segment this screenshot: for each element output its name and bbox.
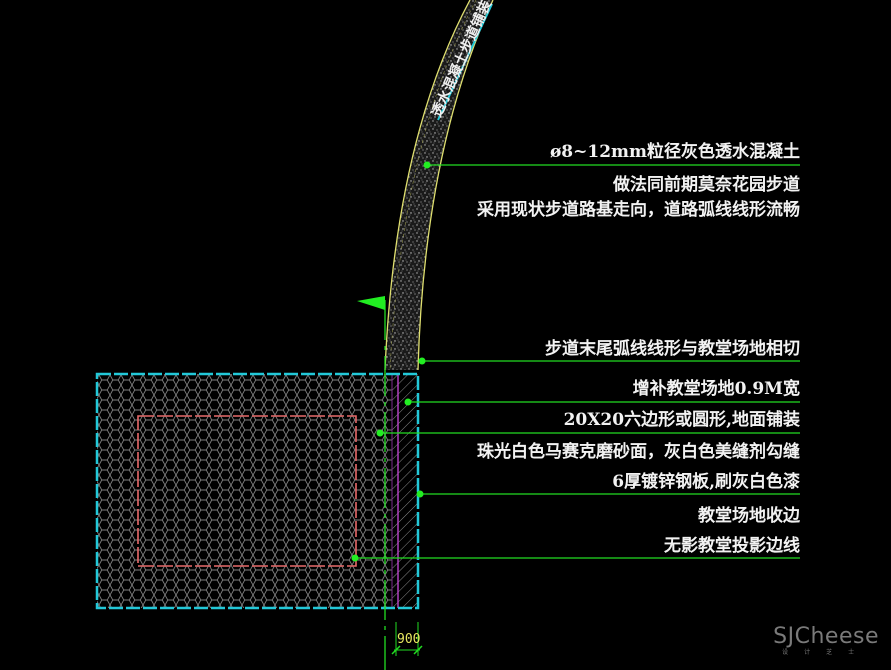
watermark: SJCheese 设计芝士 bbox=[773, 624, 879, 656]
dimension-value: 900 bbox=[397, 632, 421, 647]
annotation-concrete-spec: ø8~12mm粒径灰色透水混凝土 bbox=[549, 142, 800, 162]
annotation-method: 做法同前期莫奈花园步道 bbox=[613, 175, 800, 195]
leader-dots bbox=[351, 161, 431, 562]
annotation-steel-plate: 6厚镀锌钢板,刷灰白色漆 bbox=[612, 472, 800, 492]
annotation-plaza-edge: 教堂场地收边 bbox=[698, 506, 800, 526]
annotation-tangent: 步道末尾弧线线形与教堂场地相切 bbox=[545, 339, 800, 359]
church-plaza bbox=[95, 372, 420, 610]
annotation-projection-line: 无影教堂投影边线 bbox=[664, 536, 800, 556]
annotation-hex-paving: 20X20六边形或圆形,地面铺装 bbox=[563, 410, 800, 430]
curved-path: 透水混凝土步道铺装 bbox=[384, 0, 495, 371]
watermark-main: SJCheese bbox=[773, 624, 879, 649]
dimension-900 bbox=[391, 622, 423, 656]
flag-marker bbox=[357, 296, 385, 310]
watermark-sub: 设计芝士 bbox=[782, 649, 871, 656]
annotation-added-width: 增补教堂场地0.9M宽 bbox=[632, 379, 800, 399]
leader-lines bbox=[355, 164, 800, 559]
annotation-mosaic: 珠光白色马赛克磨砂面，灰白色美缝剂勾缝 bbox=[477, 442, 800, 462]
annotation-road-direction: 采用现状步道路基走向，道路弧线线形流畅 bbox=[477, 200, 800, 220]
